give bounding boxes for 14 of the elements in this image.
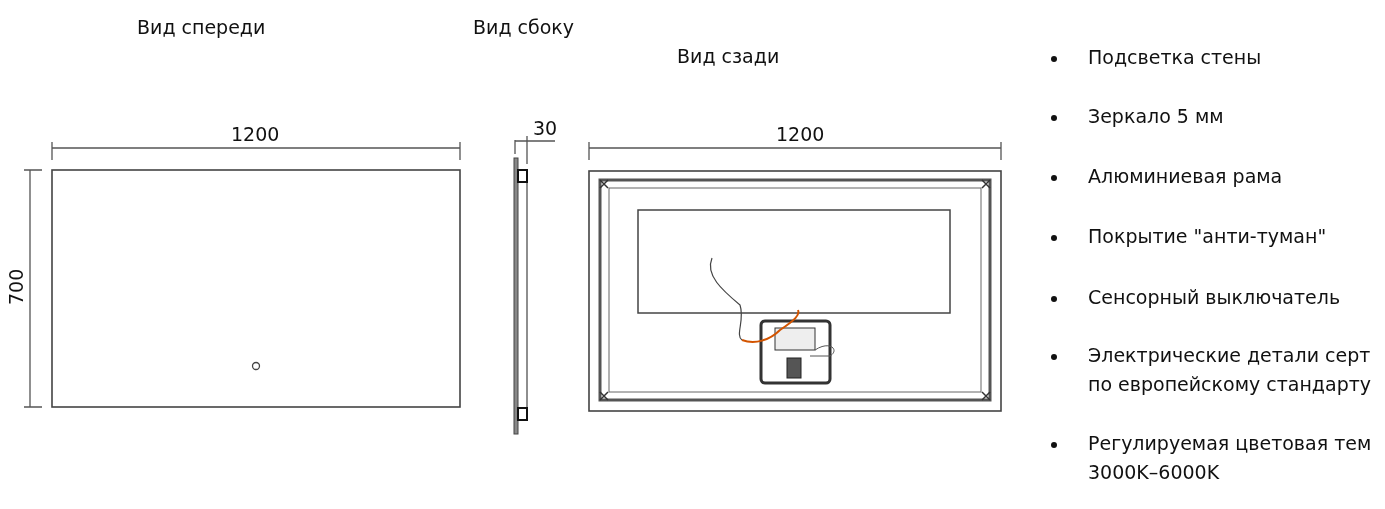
feature-item: Электрические детали серт по европейскому стандарту	[1088, 343, 1372, 397]
feature-item: Регулируемая цветовая тем 3000K–6000K	[1088, 431, 1373, 485]
view-title: Вид спереди	[137, 15, 266, 39]
dimension-label: 1200	[776, 122, 825, 146]
feature-item: Алюминиевая рама	[1088, 164, 1284, 189]
feature-item: Покрытие "анти-туман"	[1088, 224, 1328, 249]
feature-item: Зеркало 5 мм	[1088, 104, 1225, 129]
feature-item: Подсветка стены	[1088, 45, 1263, 70]
feature-item: Сенсорный выключатель	[1088, 285, 1342, 310]
view-title: Вид сбоку	[473, 15, 575, 39]
dimension-label: 1200	[231, 122, 280, 146]
dimension-label: 30	[533, 116, 558, 140]
dimension-label: 700	[4, 268, 28, 305]
view-title: Вид сзади	[677, 44, 780, 68]
